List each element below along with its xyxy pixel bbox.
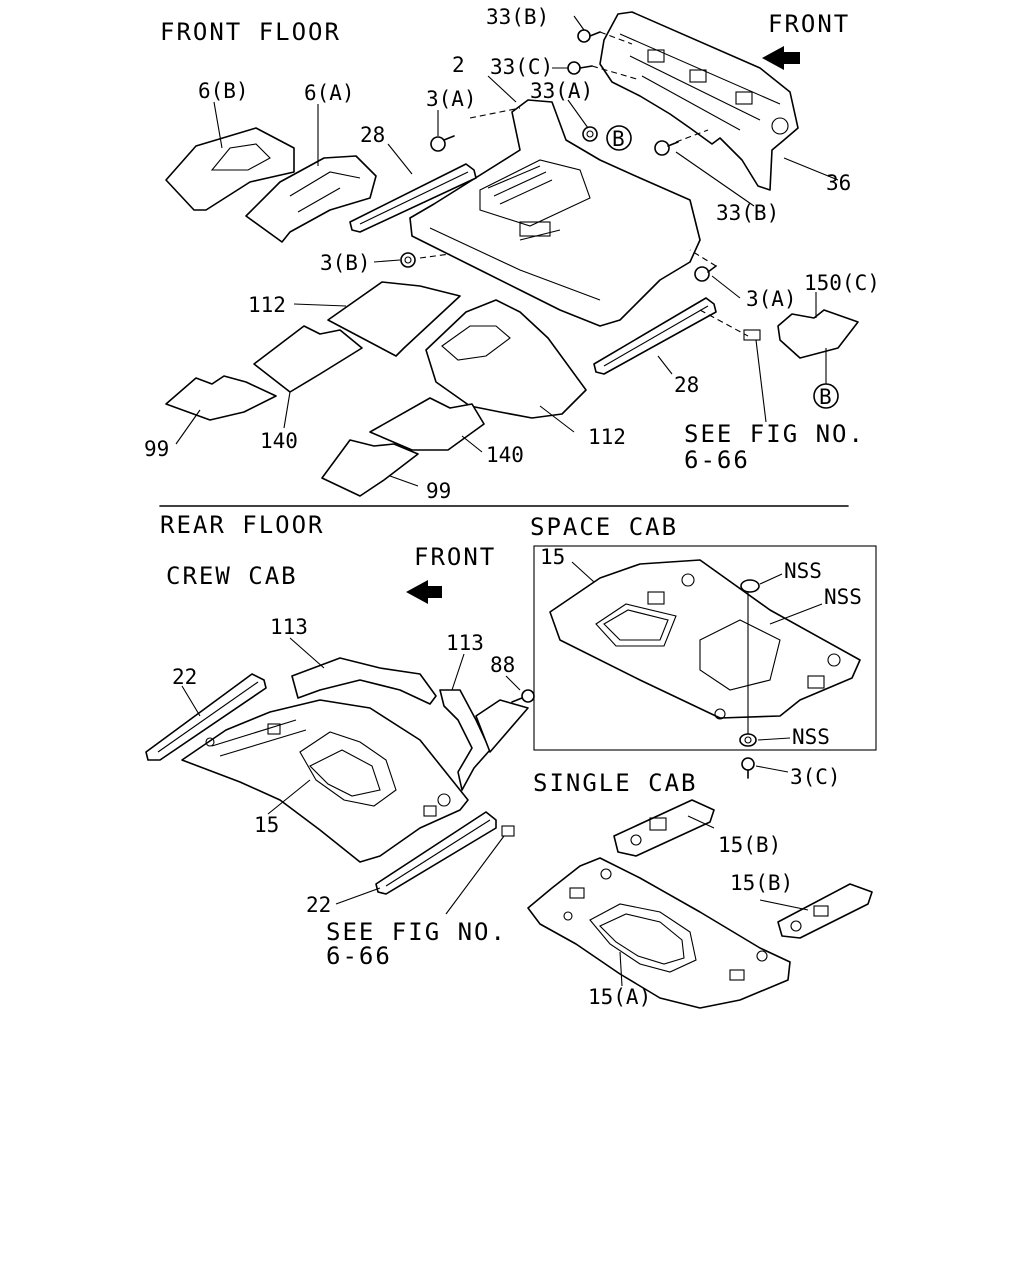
see-fig-bottom-line1: SEE FIG NO. xyxy=(326,918,507,946)
callout-nss-1: NSS xyxy=(784,559,822,583)
clip-icon-33b-top xyxy=(577,29,601,43)
callout-140-left: 140 xyxy=(260,429,298,453)
part-trim-113-left xyxy=(291,657,437,705)
callout-150c: 150(C) xyxy=(804,271,880,295)
marker-b-top-label: B xyxy=(612,127,625,151)
part-rear-floor-15b-right xyxy=(777,883,873,939)
part-mat-99-left xyxy=(165,375,277,421)
heading-single-cab: SINGLE CAB xyxy=(533,769,698,797)
callout-33b-top: 33(B) xyxy=(486,5,549,29)
callout-113-right: 113 xyxy=(446,631,484,655)
marker-b-right-label: B xyxy=(819,385,832,409)
callout-3b: 3(B) xyxy=(320,251,371,275)
heading-crew-cab: CREW CAB xyxy=(166,562,298,590)
callout-nss-3: NSS xyxy=(792,725,830,749)
callout-112-left: 112 xyxy=(248,293,286,317)
callout-33a: 33(A) xyxy=(530,79,593,103)
heading-front-floor: FRONT FLOOR xyxy=(160,18,341,46)
callout-99-left: 99 xyxy=(144,437,169,461)
callout-3a-right: 3(A) xyxy=(746,287,797,311)
clip-icon-3a-top xyxy=(430,135,455,152)
part-mat-140-right xyxy=(369,397,485,451)
callout-15-space: 15 xyxy=(540,545,565,569)
see-fig-bottom-line2: 6-66 xyxy=(326,942,392,970)
callout-15a: 15(A) xyxy=(588,985,651,1009)
callout-33b-bottom: 33(B) xyxy=(716,201,779,225)
callout-22-bottom: 22 xyxy=(306,893,331,917)
part-dash-insulator-36 xyxy=(599,11,799,191)
part-rear-floor-15a xyxy=(527,857,791,1009)
callout-15b-right: 15(B) xyxy=(730,871,793,895)
part-insulator-112-right xyxy=(425,299,587,419)
heading-front-top: FRONT xyxy=(768,10,850,38)
part-pad-150c xyxy=(743,309,859,359)
callout-36: 36 xyxy=(826,171,851,195)
part-rear-floor-15-space xyxy=(549,559,861,720)
callout-nss-2: NSS xyxy=(824,585,862,609)
front-arrow-rear-icon xyxy=(406,580,442,604)
see-fig-top-line1: SEE FIG NO. xyxy=(684,420,865,448)
clip-icon-nss-top xyxy=(740,579,760,593)
callout-140-right: 140 xyxy=(486,443,524,467)
part-sill-plate-22-bottom xyxy=(375,811,497,895)
clip-icon-nss-bottom xyxy=(739,733,757,747)
part-rear-floor-15-crew xyxy=(181,699,469,863)
part-sill-plate-22-top xyxy=(145,673,267,761)
callout-15b-top: 15(B) xyxy=(718,833,781,857)
part-rear-floor-15b-top xyxy=(613,799,715,857)
callout-28-bottom: 28 xyxy=(674,373,699,397)
clip-icon-33a xyxy=(582,126,598,142)
part-mat-140-left xyxy=(253,325,363,393)
clip-icon-see-fig xyxy=(501,825,515,837)
part-trim-113-right xyxy=(439,689,529,791)
marker-b-top xyxy=(606,125,632,151)
callout-33c: 33(C) xyxy=(490,55,553,79)
space-cab-box xyxy=(533,545,877,751)
callout-88: 88 xyxy=(490,653,515,677)
clip-icon-33b-bottom xyxy=(654,140,679,156)
clip-icon-33c xyxy=(567,61,593,75)
front-arrow-icon xyxy=(762,46,800,70)
see-fig-top-line2: 6-66 xyxy=(684,446,750,474)
callout-15-crew: 15 xyxy=(254,813,279,837)
clip-icon-3c xyxy=(741,757,755,779)
part-floor-carpet-2 xyxy=(409,99,701,327)
clip-icon-3a-right xyxy=(694,265,717,282)
callout-3c: 3(C) xyxy=(790,765,841,789)
part-insulator-112-left xyxy=(327,281,461,357)
callout-112-right: 112 xyxy=(588,425,626,449)
callout-3a-top: 3(A) xyxy=(426,87,477,111)
callout-6a: 6(A) xyxy=(304,81,355,105)
part-cover-6b xyxy=(165,127,295,211)
part-sill-plate-28-top xyxy=(349,163,477,233)
heading-rear-floor: REAR FLOOR xyxy=(160,511,325,539)
part-mat-99-right xyxy=(321,439,419,497)
part-cover-6a xyxy=(245,155,377,243)
callout-6b: 6(B) xyxy=(198,79,249,103)
callout-28-top: 28 xyxy=(360,123,385,147)
heading-space-cab: SPACE CAB xyxy=(530,513,678,541)
clip-icon-88 xyxy=(511,689,535,703)
callout-99-bottom: 99 xyxy=(426,479,451,503)
clip-icon-3b xyxy=(400,252,416,268)
heading-front-rear: FRONT xyxy=(414,543,496,571)
callout-113-left: 113 xyxy=(270,615,308,639)
callout-22-top: 22 xyxy=(172,665,197,689)
callout-2: 2 xyxy=(452,53,465,77)
part-sill-plate-28-bottom xyxy=(593,297,717,375)
